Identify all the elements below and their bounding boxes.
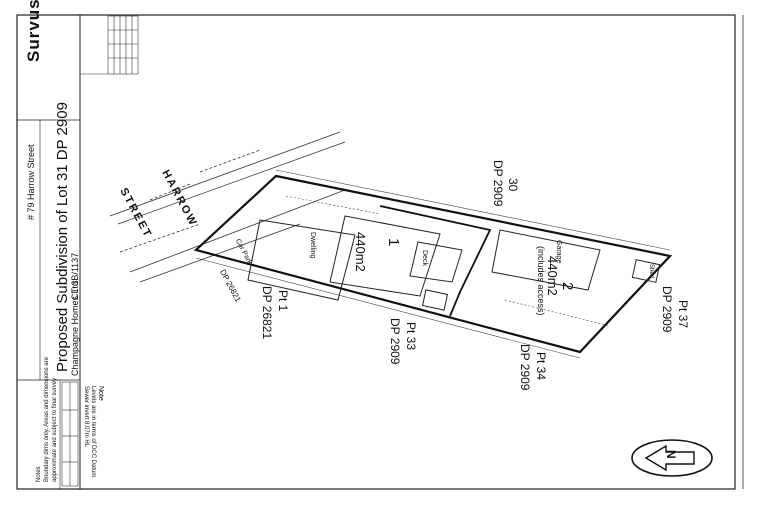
sheet-frame [16, 14, 736, 490]
neighbour-south-dp: DP 2909 [388, 318, 402, 365]
notes-line2: Sewer invert 8.07m HL [83, 386, 89, 448]
legend-boxes [61, 381, 79, 487]
lot1-area: 440m2 [353, 232, 368, 272]
footnote-line2: approximate and subject to final survey [52, 377, 58, 482]
dimension-lines [195, 169, 671, 359]
neighbour-southeast-dp: DP 2909 [518, 344, 532, 391]
parent-lot-boundary [193, 174, 673, 354]
lot2-note: (includes access) [536, 246, 546, 316]
client-name: Champagne Homes Ltd [70, 280, 80, 376]
neighbour-southeast-lot: Pt 34 [534, 352, 548, 381]
deck-label: Deck [421, 250, 428, 266]
neighbour-north-dp: DP 2909 [491, 160, 505, 207]
neighbour-east-lot: Pt 37 [676, 300, 690, 329]
drawing-title: Proposed Subdivision of Lot 31 DP 2909 [54, 102, 71, 372]
dwelling-label: Dwelling [309, 232, 316, 259]
footnote-line1: Boundary dims only. Areas and dimensions… [44, 357, 50, 482]
company-logo: Survus [24, 0, 43, 62]
lot2-number: 2 [559, 282, 576, 291]
neighbour-west-dp: DP 26821 [260, 286, 274, 340]
north-arrow-letter: N [664, 450, 678, 459]
shed-label: Shed [648, 264, 654, 279]
dwelling-footprints [247, 215, 661, 311]
notes-line1: Levels are in terms of DCC Datum [90, 386, 96, 478]
notes-heading: Note [97, 386, 104, 401]
subdivision-line [379, 205, 492, 317]
revision-table [80, 15, 139, 75]
neighbour-north-lot: 30 [506, 178, 520, 192]
neighbour-south-lot: Pt 33 [404, 322, 418, 351]
street-reserve-lines [109, 131, 346, 283]
neighbour-east-dp: DP 2909 [660, 286, 674, 333]
garage-label: Garage [555, 240, 562, 264]
lot1-number: 1 [385, 238, 402, 247]
neighbour-west-lot: Pt 1 [276, 290, 290, 312]
footnote-heading: Notes [36, 466, 42, 482]
site-address: # 79 Harrow Street [26, 144, 36, 220]
north-arrow-icon [631, 439, 713, 477]
